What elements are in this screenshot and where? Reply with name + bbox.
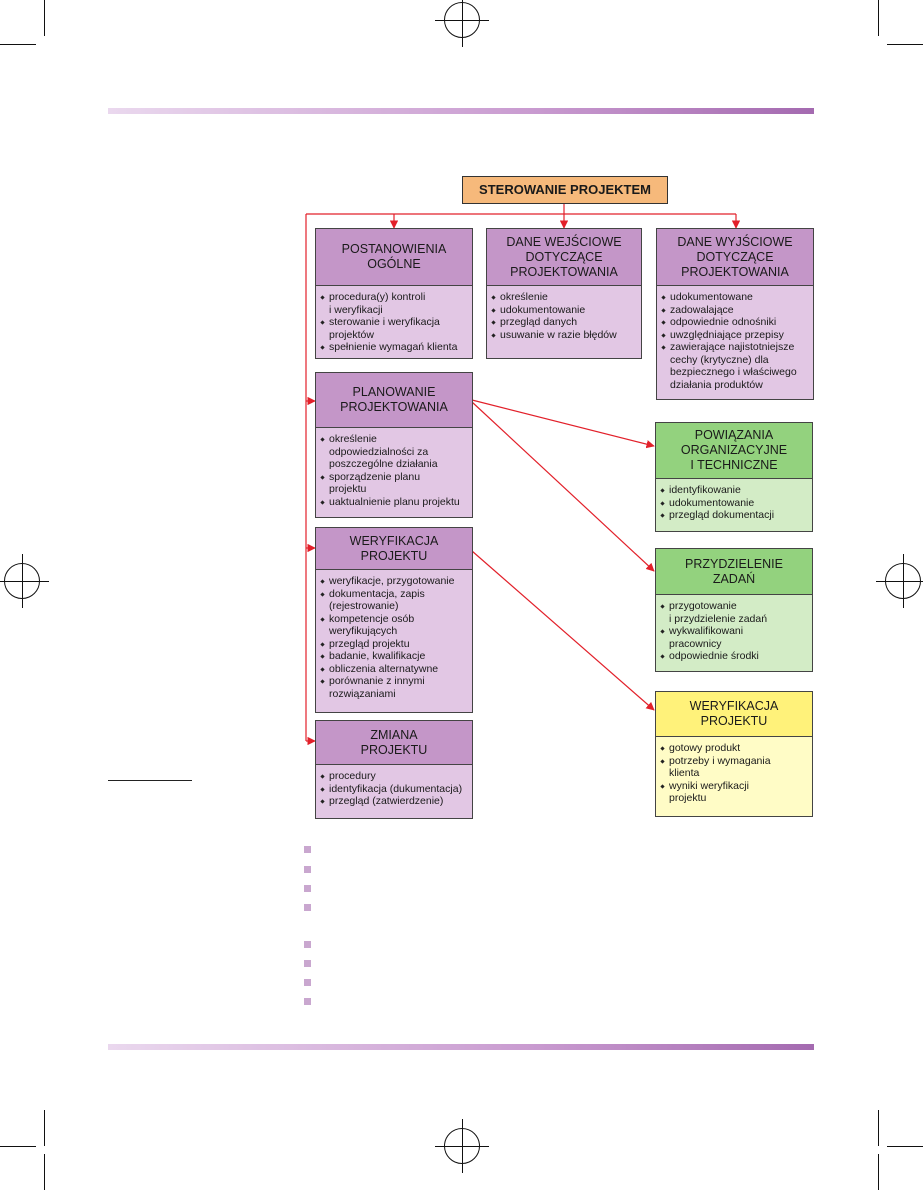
node-dane-wyjsciowe: DANE WYJŚCIOWE DOTYCZĄCE PROJEKTOWANIA u… bbox=[656, 228, 814, 400]
node-title: PLANOWANIE PROJEKTOWANIA bbox=[316, 373, 472, 428]
node-planowanie: PLANOWANIE PROJEKTOWANIA określenie odpo… bbox=[315, 372, 473, 518]
node-title: POSTANOWIENIA OGÓLNE bbox=[316, 229, 472, 286]
node-item: wyniki weryfikacji projektu bbox=[660, 780, 808, 805]
bullet-square bbox=[304, 885, 311, 892]
node-title: WERYFIKACJA PROJEKTU bbox=[656, 692, 812, 737]
node-item: uaktualnienie planu projektu bbox=[320, 496, 468, 509]
crop-mark bbox=[0, 44, 36, 45]
registration-mark bbox=[876, 554, 923, 608]
node-title: PRZYDZIELENIE ZADAŃ bbox=[656, 549, 812, 595]
node-item: sporządzenie planu projektu bbox=[320, 471, 468, 496]
node-items: gotowy produkt potrzeby i wymagania klie… bbox=[656, 737, 812, 816]
node-przydzielenie: PRZYDZIELENIE ZADAŃ przygotowanie i przy… bbox=[655, 548, 813, 672]
node-powiazania: POWIĄZANIA ORGANIZACYJNE I TECHNICZNE id… bbox=[655, 422, 813, 532]
node-title: ZMIANA PROJEKTU bbox=[316, 721, 472, 765]
node-items: procedury identyfikacja (dukumentacja) p… bbox=[316, 765, 472, 818]
node-item: spełnienie wymagań klienta bbox=[320, 341, 468, 354]
node-title: DANE WYJŚCIOWE DOTYCZĄCE PROJEKTOWANIA bbox=[657, 229, 813, 286]
node-item: potrzeby i wymagania klienta bbox=[660, 755, 808, 780]
node-item: zawierające najistotniejsze cechy (kryty… bbox=[661, 341, 809, 391]
header-accent-bar bbox=[108, 108, 814, 114]
node-item: porównanie z innymi rozwiązaniami bbox=[320, 675, 468, 700]
connector-to-weryfikacja-2 bbox=[471, 550, 655, 711]
bullet-square bbox=[304, 960, 311, 967]
bullet-square bbox=[304, 998, 311, 1005]
crop-mark bbox=[887, 1146, 923, 1147]
crop-mark bbox=[887, 44, 923, 45]
side-rule bbox=[108, 780, 192, 781]
node-items: udokumentowane zadowalające odpowiednie … bbox=[657, 286, 813, 399]
node-item: przegląd dokumentacji bbox=[660, 509, 808, 522]
node-zmiana: ZMIANA PROJEKTU procedury identyfikacja … bbox=[315, 720, 473, 819]
node-item: usuwanie w razie błędów bbox=[491, 329, 637, 342]
node-item: udokumentowanie bbox=[660, 497, 808, 510]
node-item: wykwalifikowani pracownicy bbox=[660, 625, 808, 650]
crop-mark bbox=[44, 1154, 45, 1190]
node-items: określenie odpowiedzialności za poszczeg… bbox=[316, 428, 472, 517]
registration-mark bbox=[435, 0, 489, 47]
node-items: procedura(y) kontroli i weryfikacji ster… bbox=[316, 286, 472, 358]
bullet-square bbox=[304, 846, 311, 853]
node-title: DANE WEJŚCIOWE DOTYCZĄCE PROJEKTOWANIA bbox=[487, 229, 641, 286]
connector-to-powiazania bbox=[471, 399, 655, 449]
registration-mark bbox=[0, 554, 49, 608]
bullet-square bbox=[304, 979, 311, 986]
node-item: procedury bbox=[320, 770, 468, 783]
diagram-root: STEROWANIE PROJEKTEM bbox=[462, 176, 668, 204]
node-item: procedura(y) kontroli i weryfikacji bbox=[320, 291, 468, 316]
node-item: identyfikowanie bbox=[660, 484, 808, 497]
node-item: udokumentowane bbox=[661, 291, 809, 304]
node-item: przegląd projektu bbox=[320, 638, 468, 651]
crop-mark bbox=[0, 1146, 36, 1147]
node-items: weryfikacje, przygotowanie dokumentacja,… bbox=[316, 570, 472, 712]
node-item: obliczenia alternatywne bbox=[320, 663, 468, 676]
crop-mark bbox=[878, 1110, 879, 1146]
node-items: określenie udokumentowanie przegląd dany… bbox=[487, 286, 641, 358]
node-item: przygotowanie i przydzielenie zadań bbox=[660, 600, 808, 625]
node-item: udokumentowanie bbox=[491, 304, 637, 317]
footer-accent-bar bbox=[108, 1044, 814, 1050]
node-item: dokumentacja, zapis (rejestrowanie) bbox=[320, 588, 468, 613]
node-item: uwzględniające przepisy bbox=[661, 329, 809, 342]
node-item: badanie, kwalifikacje bbox=[320, 650, 468, 663]
node-item: odpowiednie środki bbox=[660, 650, 808, 663]
node-item: sterowanie i weryfikacja projektów bbox=[320, 316, 468, 341]
registration-mark bbox=[435, 1119, 489, 1173]
node-weryfikacja-2: WERYFIKACJA PROJEKTU gotowy produkt potr… bbox=[655, 691, 813, 817]
crop-mark bbox=[44, 0, 45, 36]
node-weryfikacja: WERYFIKACJA PROJEKTU weryfikacje, przygo… bbox=[315, 527, 473, 713]
node-title: WERYFIKACJA PROJEKTU bbox=[316, 528, 472, 570]
node-items: identyfikowanie udokumentowanie przegląd… bbox=[656, 479, 812, 531]
crop-mark bbox=[44, 1110, 45, 1146]
bullet-square bbox=[304, 941, 311, 948]
node-item: przegląd (zatwierdzenie) bbox=[320, 795, 468, 808]
node-item: gotowy produkt bbox=[660, 742, 808, 755]
connector-to-przydzielenie bbox=[471, 401, 655, 572]
node-item: identyfikacja (dukumentacja) bbox=[320, 783, 468, 796]
node-item: odpowiednie odnośniki bbox=[661, 316, 809, 329]
bullet-square bbox=[304, 904, 311, 911]
node-item: określenie bbox=[491, 291, 637, 304]
node-item: zadowalające bbox=[661, 304, 809, 317]
node-dane-wejsciowe: DANE WEJŚCIOWE DOTYCZĄCE PROJEKTOWANIA o… bbox=[486, 228, 642, 359]
node-item: przegląd danych bbox=[491, 316, 637, 329]
bullet-square bbox=[304, 866, 311, 873]
node-title: POWIĄZANIA ORGANIZACYJNE I TECHNICZNE bbox=[656, 423, 812, 479]
node-items: przygotowanie i przydzielenie zadań wykw… bbox=[656, 595, 812, 671]
crop-mark bbox=[878, 0, 879, 36]
node-item: kompetencje osób weryfikujących bbox=[320, 613, 468, 638]
node-item: weryfikacje, przygotowanie bbox=[320, 575, 468, 588]
crop-mark bbox=[878, 1154, 879, 1190]
node-postanowienia: POSTANOWIENIA OGÓLNE procedura(y) kontro… bbox=[315, 228, 473, 359]
node-item: określenie odpowiedzialności za poszczeg… bbox=[320, 433, 468, 471]
